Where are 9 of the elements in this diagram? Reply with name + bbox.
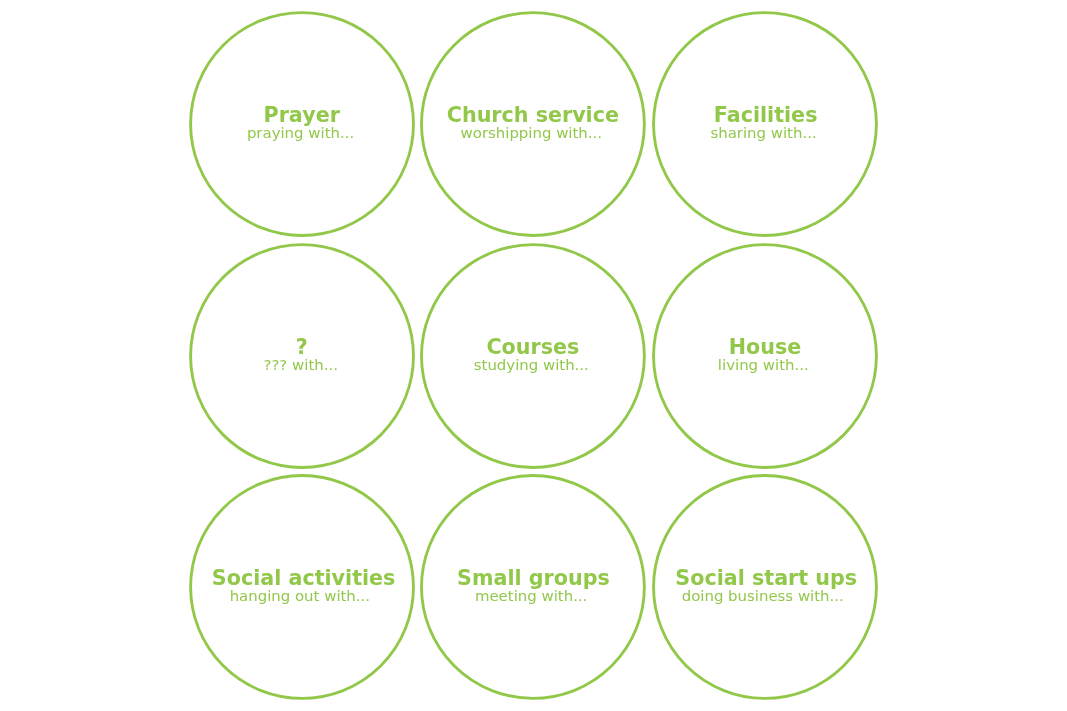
node-circle: ? ??? with...: [189, 243, 415, 469]
node-circle: Prayer praying with...: [189, 11, 415, 237]
node-circle: Social activities hanging out with...: [189, 474, 415, 700]
node-circle: Facilities sharing with...: [652, 11, 878, 237]
node-circle: Courses studying with...: [420, 243, 646, 469]
node-circle: Social start ups doing business with...: [652, 474, 878, 700]
node-circle: Church service worshipping with...: [420, 11, 646, 237]
node-circle: Small groups meeting with...: [420, 474, 646, 700]
node-circle: House living with...: [652, 243, 878, 469]
